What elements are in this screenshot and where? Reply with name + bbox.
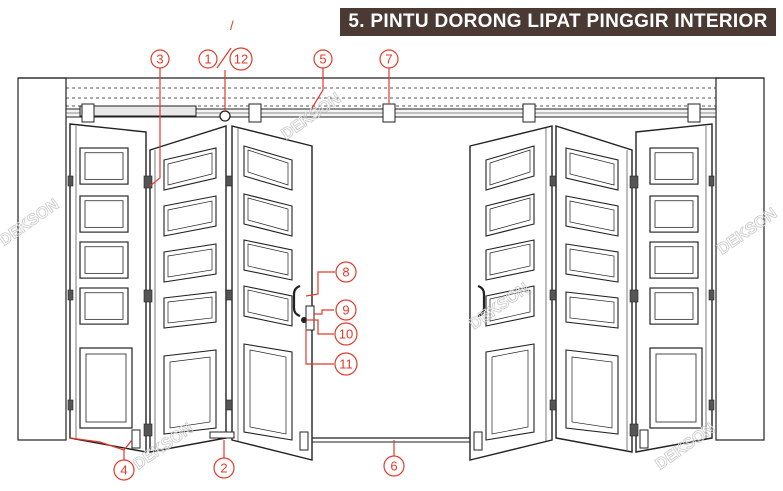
callout-5-label: 5 [319, 52, 326, 67]
callout-separator-line [216, 47, 232, 69]
callout-leaders [69, 68, 395, 460]
lock-cylinder [301, 317, 307, 323]
lock-body [305, 305, 315, 331]
door-leaf-right-2 [555, 125, 633, 453]
callout-3-label: 3 [156, 52, 163, 67]
callout-1 [198, 49, 218, 69]
pull-handle-left [292, 284, 301, 318]
callout-10 [334, 322, 358, 346]
right-wall [715, 77, 765, 441]
callout-3 [150, 49, 170, 69]
roller-carriers [81, 103, 701, 123]
door-leaf-right-1 [635, 123, 713, 453]
callout-4-label: 4 [120, 463, 127, 478]
floor-guide-right [473, 429, 649, 451]
floor-guide-left [131, 429, 309, 451]
callout-separator: / [230, 18, 234, 33]
ceiling-header [18, 77, 764, 107]
callout-9-label: 9 [342, 303, 349, 318]
door-leaf-right-3 [469, 125, 553, 461]
hinges-left [67, 175, 233, 437]
callout-7-label: 7 [385, 52, 392, 67]
callout-6 [383, 455, 405, 477]
floor-track [312, 437, 470, 443]
callout-12 [229, 47, 253, 71]
callout-6-label: 6 [390, 459, 397, 474]
callout-2-label: 2 [220, 461, 227, 476]
callout-4 [113, 459, 135, 481]
door-leaf-left-1 [69, 123, 147, 453]
pull-handle-right [477, 284, 486, 318]
callout-7 [379, 49, 399, 69]
callout-2 [213, 457, 235, 479]
callout-9 [335, 299, 357, 321]
callout-10-label: 10 [339, 327, 353, 342]
callout-12-label: 12 [234, 52, 248, 67]
pivot-pin [219, 110, 231, 122]
left-wall [17, 77, 67, 441]
hinges-right [549, 175, 715, 437]
svg-text:DEKSON: DEKSON [715, 205, 781, 258]
callout-5 [313, 49, 333, 69]
svg-text:DEKSON: DEKSON [0, 196, 62, 249]
callout-8 [335, 261, 357, 283]
track-end-cap [79, 105, 197, 117]
callout-11-label: 11 [339, 357, 353, 372]
callout-circles [113, 47, 405, 481]
callout-labels: 3 1 12 5 7 8 9 10 11 4 2 6 [120, 52, 397, 478]
door-leaf-left-3 [231, 125, 313, 461]
diagram-title: 5. PINTU DORONG LIPAT PINGGIR INTERIOR [340, 8, 776, 36]
door-leaf-left-2 [149, 125, 227, 453]
callout-11 [334, 352, 358, 376]
callout-8-label: 8 [342, 265, 349, 280]
callout-1-label: 1 [204, 52, 211, 67]
